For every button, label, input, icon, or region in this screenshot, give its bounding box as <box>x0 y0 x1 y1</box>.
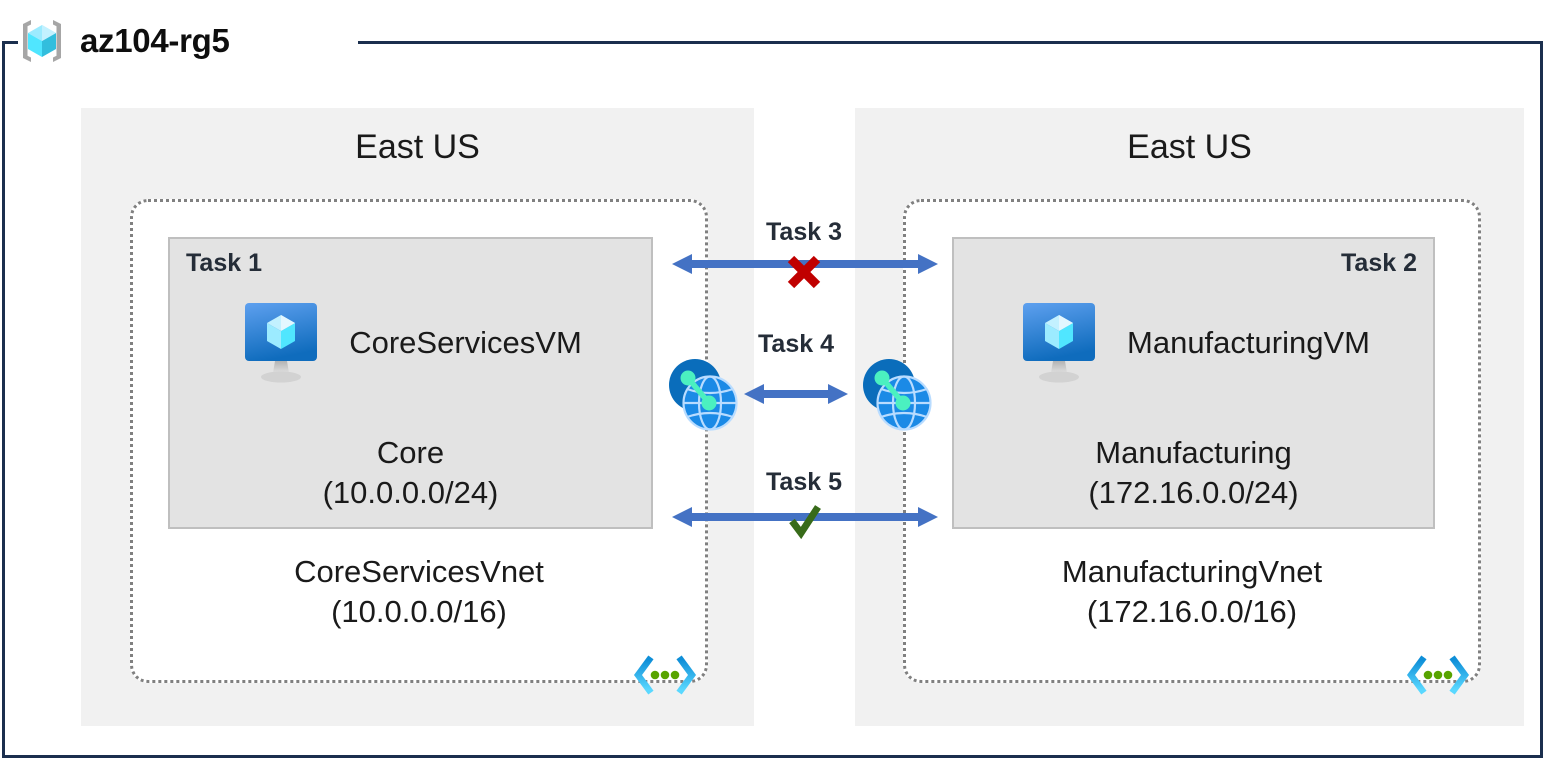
vnet-name-left: CoreServicesVnet <box>294 554 544 589</box>
virtual-machine-icon <box>245 303 318 383</box>
region-label-right: East US <box>1127 128 1252 166</box>
resource-group-frame <box>2 41 1543 758</box>
subnet-box-core: Task 1 <box>168 237 653 529</box>
resource-group-cube-icon <box>23 20 61 62</box>
vnet-cidr-right: (172.16.0.0/16) <box>1086 594 1298 629</box>
vnet-cidr-left: (10.0.0.0/16) <box>331 594 507 629</box>
resource-group-title-mask <box>18 20 358 64</box>
vm-row-left: CoreServicesVM <box>170 301 651 385</box>
subnet-label-core: Core (10.0.0.0/24) <box>170 433 651 513</box>
vnet-label-left: CoreServicesVnet (10.0.0.0/16) <box>133 552 705 632</box>
subnet-box-manufacturing: Task 2 <box>952 237 1435 529</box>
virtual-machine-icon <box>1023 303 1096 383</box>
resource-group-header: az104-rg5 <box>14 12 230 70</box>
subnet-cidr-core: (10.0.0.0/24) <box>322 475 499 510</box>
subnet-name-manufacturing: Manufacturing <box>1095 435 1292 470</box>
vnet-icon <box>1406 655 1470 695</box>
task-tag-task1: Task 1 <box>186 249 262 277</box>
region-label-left: East US <box>355 128 480 166</box>
subnet-cidr-manufacturing: (172.16.0.0/24) <box>1088 475 1299 510</box>
resource-group-name: az104-rg5 <box>80 22 230 59</box>
vm-row-right: ManufacturingVM <box>954 301 1433 385</box>
vm-name-coreservicesvm: CoreServicesVM <box>349 325 582 360</box>
vnet-name-right: ManufacturingVnet <box>1061 554 1323 589</box>
vm-name-manufacturingvm: ManufacturingVM <box>1127 325 1370 360</box>
subnet-name-core: Core <box>376 435 445 470</box>
vnet-label-right: ManufacturingVnet (172.16.0.0/16) <box>906 552 1478 632</box>
subnet-label-manufacturing: Manufacturing (172.16.0.0/24) <box>954 433 1433 513</box>
vnet-icon <box>633 655 697 695</box>
task-tag-task2: Task 2 <box>1341 249 1417 277</box>
